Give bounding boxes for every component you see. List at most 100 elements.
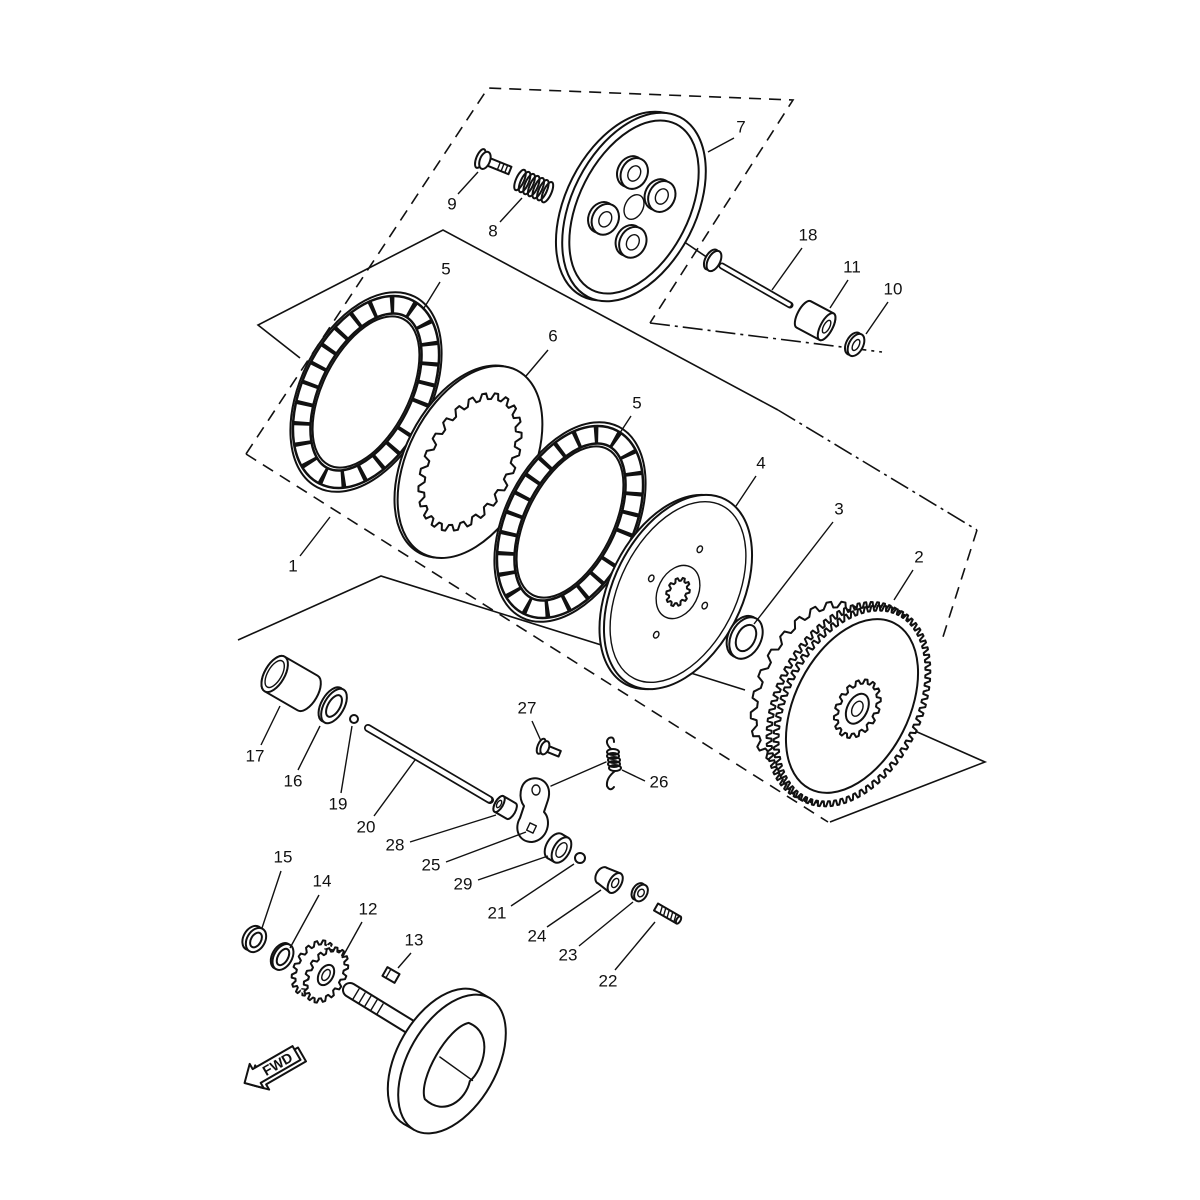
washer-hole [275, 947, 291, 967]
disc-rim [609, 500, 747, 684]
callout-13: 13 [405, 930, 424, 949]
spring-hook-top [605, 736, 615, 750]
nut-hole [249, 931, 263, 949]
lever-square-hole [525, 822, 538, 834]
part-5-friction-plate-upper [289, 291, 443, 493]
spring-coil [531, 176, 546, 200]
part-23-nut [630, 882, 649, 903]
leader-4 [735, 475, 757, 507]
callout-8: 8 [488, 221, 497, 240]
spring-to-lever-line [550, 761, 607, 787]
boundary-top-dashdot [649, 322, 883, 353]
callout-11: 11 [843, 257, 861, 276]
boundary-top-dashed [245, 87, 795, 455]
washer-hole [734, 623, 758, 653]
part-28-roller [492, 794, 518, 821]
callout-7: 7 [736, 117, 745, 136]
friction-plate-inner [515, 445, 625, 599]
part-9-bolt [474, 148, 513, 176]
crank-web-divider [439, 1056, 474, 1082]
part-4-disc [598, 493, 754, 691]
callout-12: 12 [359, 899, 378, 918]
part-13-key [381, 966, 401, 984]
crank-web [386, 987, 507, 1135]
callout-16: 16 [284, 771, 303, 790]
callout-20: 20 [357, 817, 376, 836]
leader-16 [297, 725, 321, 771]
hub-hole [850, 700, 864, 717]
part-27-bolt [535, 737, 562, 758]
boss [616, 155, 649, 190]
screw-thread [666, 909, 670, 919]
collar-hole [821, 319, 832, 334]
bolt-head [539, 740, 551, 756]
spring-coil [517, 170, 532, 194]
spring-coil [540, 181, 555, 204]
spring-coil [607, 760, 621, 768]
leader-lines [260, 137, 914, 971]
leader-3 [753, 521, 834, 625]
leader-17 [260, 705, 281, 746]
callout-19: 19 [329, 794, 348, 813]
boundary-middle-solid [256, 229, 779, 411]
bolt-head [478, 150, 492, 170]
screw-thread [662, 907, 667, 917]
callout-15: 15 [274, 847, 293, 866]
crank-shaft-threads [352, 988, 384, 1015]
part-16-washer [317, 686, 348, 725]
leader-28 [409, 814, 497, 843]
boss-face [618, 225, 648, 259]
boss-hole [627, 165, 642, 182]
boss-face [647, 180, 677, 213]
leader-8 [499, 197, 523, 223]
disc-hole [652, 630, 660, 639]
leader-22 [614, 921, 656, 971]
friction-plate-inner [311, 315, 421, 469]
spring-coil [513, 168, 527, 192]
leader-27 [531, 720, 542, 742]
spring-coil [607, 756, 621, 764]
callout-1: 1 [288, 556, 297, 575]
thread-line [364, 995, 372, 1007]
callout-3: 3 [834, 499, 843, 518]
thread-line [352, 988, 360, 1000]
part-2-gear-housing [749, 600, 932, 808]
leader-14 [289, 894, 320, 949]
boundary-right-dashed [941, 529, 978, 641]
bolt-thread [500, 163, 505, 172]
nut-body [597, 866, 621, 893]
clutch-plate-inner-teeth [417, 392, 523, 532]
callout-23: 23 [559, 945, 578, 964]
boss-hole [598, 210, 613, 228]
part-3-washer [725, 614, 764, 660]
callout-18: 18 [799, 225, 818, 244]
leader-5-upper [423, 281, 441, 309]
thread-line [370, 999, 378, 1011]
screw-thread [659, 905, 664, 915]
thread-line [376, 1003, 384, 1015]
ring-hole [555, 842, 568, 858]
boss [587, 201, 620, 236]
part-21-ball [574, 852, 586, 864]
leader-1 [299, 516, 331, 557]
part-5-friction-plate-lower [493, 421, 647, 623]
callout-5-lower: 5 [632, 393, 641, 412]
screw-thread [669, 911, 674, 921]
boss-hole [654, 188, 669, 205]
part-17-bushing [260, 654, 322, 712]
gear-hub [832, 678, 882, 739]
part-11-collar [793, 299, 837, 342]
boundary-middle-dashdot [777, 409, 978, 531]
disc-hub [655, 564, 701, 620]
disc-hole [647, 574, 655, 583]
washer-hole [325, 694, 343, 718]
leader-26 [621, 769, 646, 782]
callout-10: 10 [884, 279, 903, 298]
callout-14: 14 [313, 871, 332, 890]
callout-4: 4 [756, 453, 765, 472]
gear-face [784, 618, 920, 794]
callout-27: 27 [518, 698, 537, 717]
leader-11 [829, 279, 849, 309]
crank-web-cutout [422, 1021, 486, 1108]
